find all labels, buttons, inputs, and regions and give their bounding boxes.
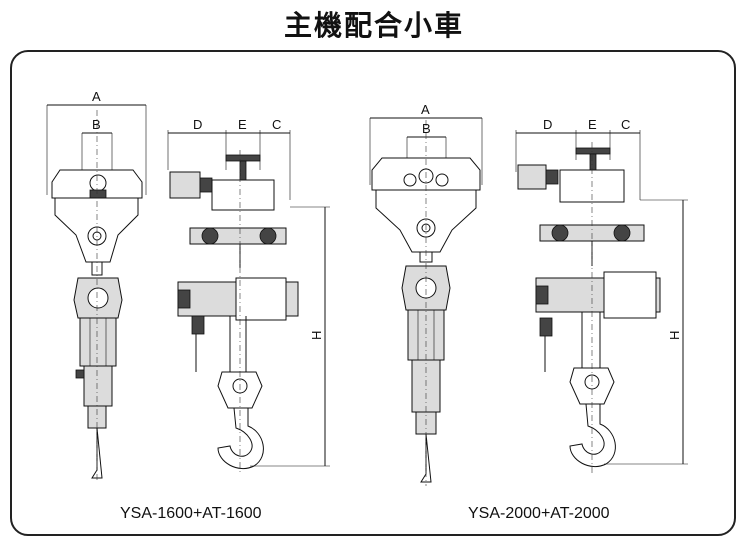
dim-d-right: D bbox=[543, 117, 552, 132]
dim-e-right: E bbox=[588, 117, 597, 132]
trolley-side-view-right bbox=[515, 130, 688, 474]
dim-e-left: E bbox=[238, 117, 247, 132]
caption-right: YSA-2000+AT-2000 bbox=[468, 505, 610, 522]
dim-b-left: B bbox=[92, 117, 101, 132]
dim-c-left: C bbox=[272, 117, 281, 132]
dim-d-left: D bbox=[193, 117, 202, 132]
drawing-frame bbox=[10, 50, 736, 536]
dim-a-left: A bbox=[92, 89, 101, 104]
page-title: 主機配合小車 bbox=[283, 9, 464, 42]
trolley-side-view-left bbox=[167, 130, 330, 475]
dim-c-right: C bbox=[621, 117, 630, 132]
dim-b-right: B bbox=[422, 121, 431, 136]
hoist-front-view-right bbox=[369, 117, 483, 486]
dim-h-left: H bbox=[309, 331, 324, 340]
dim-a-right: A bbox=[421, 102, 430, 117]
dim-h-right: H bbox=[667, 331, 682, 340]
caption-left: YSA-1600+AT-1600 bbox=[120, 505, 262, 522]
hoist-front-view-left bbox=[46, 104, 147, 482]
